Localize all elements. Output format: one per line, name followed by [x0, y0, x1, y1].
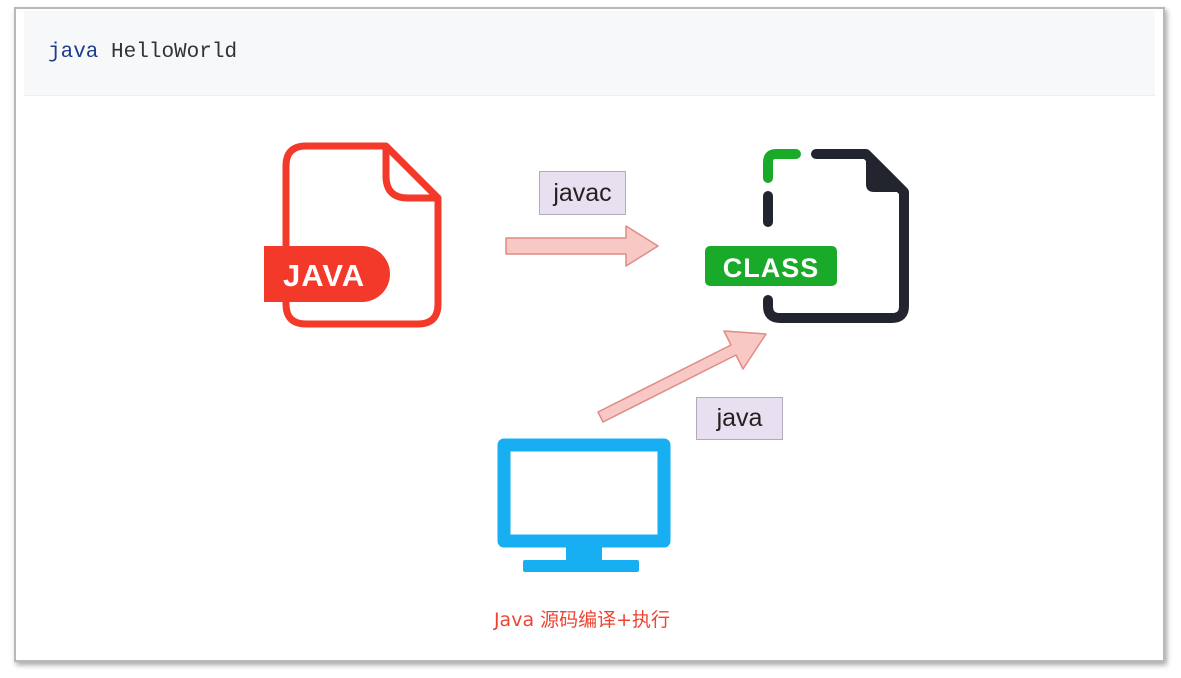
code-line: java HelloWorld	[48, 41, 237, 64]
class-file-icon: CLASS	[705, 149, 909, 323]
diagram-caption: Java 源码编译+执行	[493, 609, 671, 631]
code-argument: HelloWorld	[111, 41, 238, 64]
code-block: java HelloWorld	[24, 11, 1155, 96]
class-file-label: CLASS	[723, 253, 820, 283]
arrow-right-icon	[505, 225, 659, 267]
arrow-diagonal-icon	[597, 330, 767, 423]
java-file-icon: JAVA	[264, 142, 442, 328]
java-file-label: JAVA	[283, 258, 365, 293]
run-label: java	[696, 397, 783, 440]
code-keyword: java	[48, 41, 99, 64]
compile-label: javac	[539, 171, 626, 215]
monitor-icon	[497, 438, 671, 572]
